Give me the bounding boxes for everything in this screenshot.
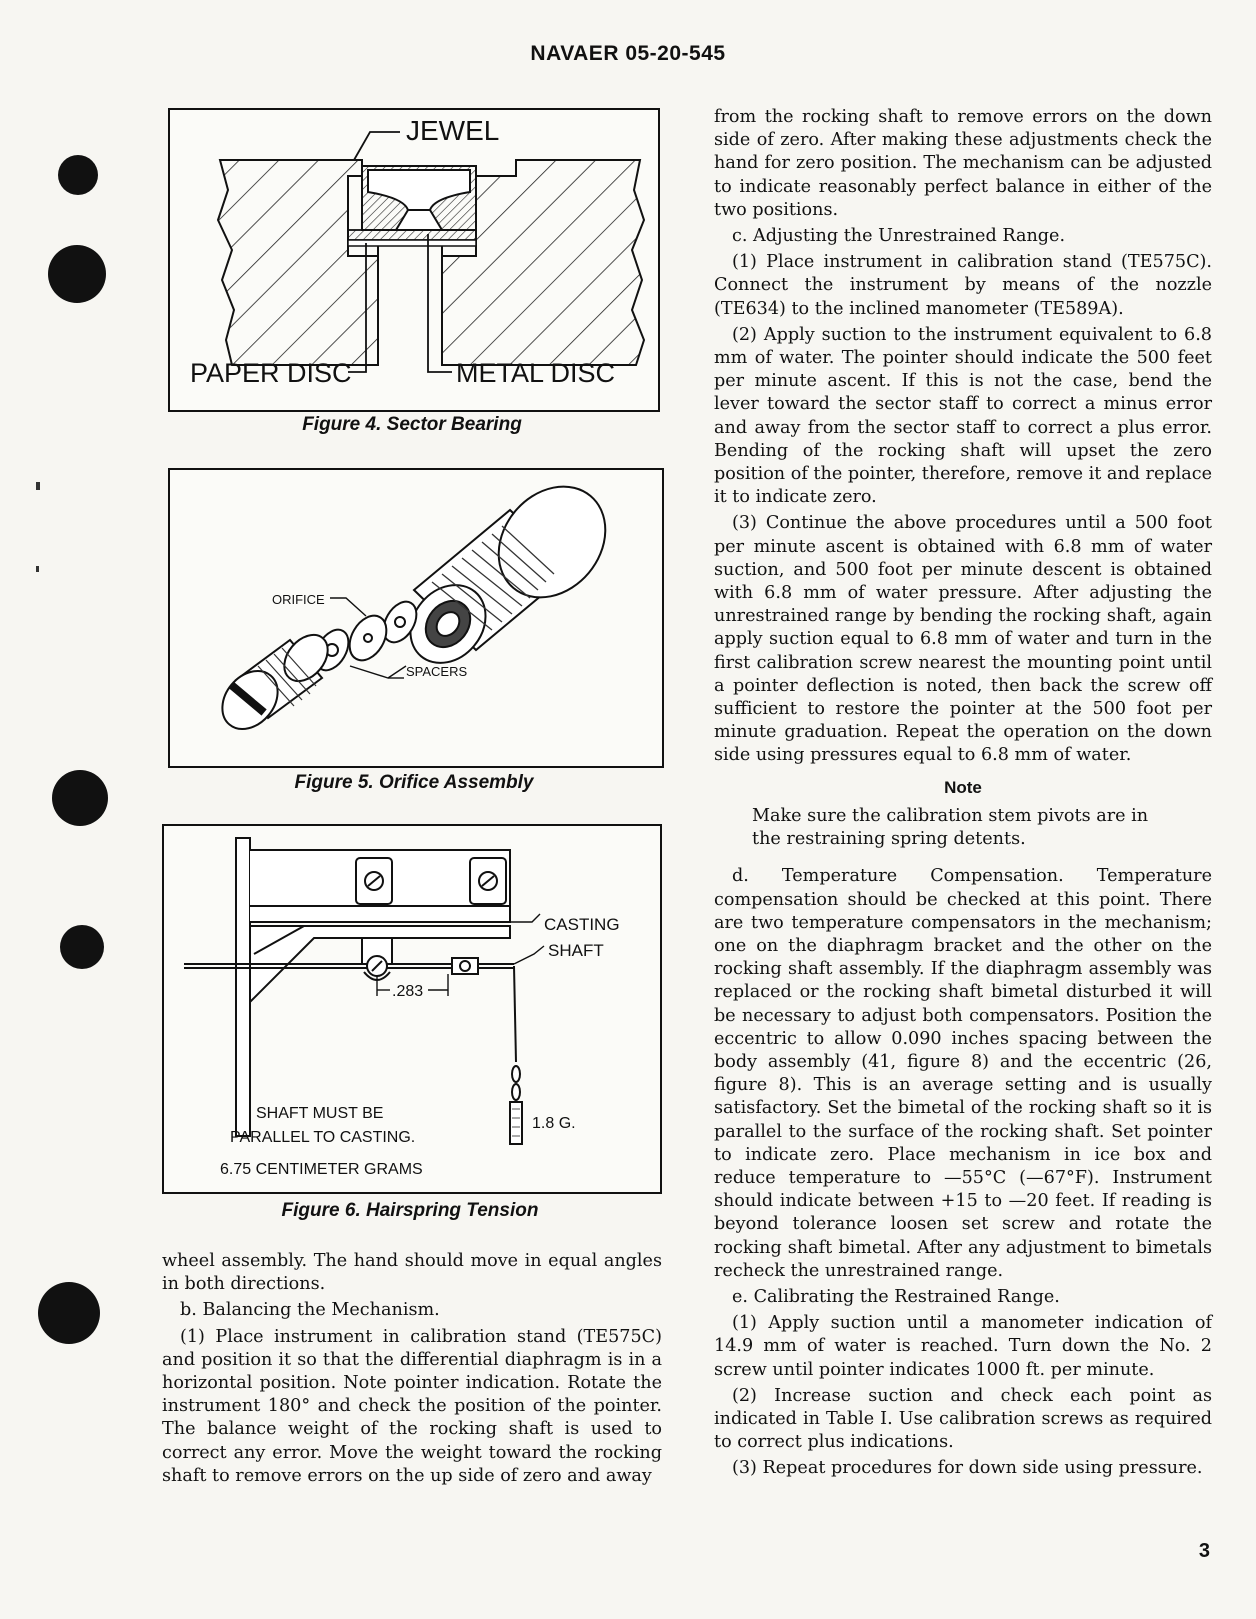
casting-label: CASTING [544,915,620,934]
paper-disc-label: PAPER DISC [190,358,352,388]
punch-hole-4 [60,925,104,969]
margin-mark [36,482,40,490]
note-line-2: PARALLEL TO CASTING. [230,1129,415,1146]
paragraph: (1) Place instrument in calibration stan… [162,1326,662,1486]
margin-mark [36,566,39,572]
figure-5-orifice-assembly: ORIFICE SPACERS [168,468,664,768]
paragraph: (2) Increase suction and check each poin… [714,1385,1212,1453]
note-line-3: 6.75 CENTIMETER GRAMS [220,1161,423,1178]
paragraph: (1) Place instrument in calibration stan… [714,252,1212,319]
punch-hole-1 [58,155,98,195]
dimension-label: .283 [392,983,423,1000]
punch-hole-3 [52,770,108,826]
section-heading-c: c. Adjusting the Unrestrained Range. [732,226,1066,247]
figure-4-caption: Figure 4. Sector Bearing [302,414,522,435]
note-line-1: SHAFT MUST BE [256,1105,383,1122]
shaft-label: SHAFT [548,941,604,960]
right-column-text: from the rocking shaft to remove errors … [714,106,1212,1484]
left-column-text: wheel assembly. The hand should move in … [162,1250,662,1491]
paragraph: (1) Apply suction until a manometer indi… [714,1313,1212,1380]
jewel-label: JEWEL [406,115,499,146]
figure-6-caption: Figure 6. Hairspring Tension [281,1200,539,1221]
page-number: 3 [1198,1540,1210,1562]
paragraph: wheel assembly. The hand should move in … [162,1251,662,1295]
paragraph: (3) Repeat procedures for down side usin… [732,1458,1203,1479]
weight-label: 1.8 G. [532,1115,576,1132]
note-body: Make sure the calibration stem pivots ar… [752,805,1149,850]
paragraph: (3) Continue the above procedures until … [714,513,1212,766]
orifice-label: ORIFICE [272,592,325,607]
document-header: NAVAER 05-20-545 [530,42,726,65]
section-heading-e: e. Calibrating the Restrained Range. [732,1286,1060,1307]
figure-5-caption: Figure 5. Orifice Assembly [294,772,534,793]
punch-hole-5 [38,1282,100,1344]
figure-6-hairspring-tension: CASTING SHAFT .283 1.8 G. SHAFT MUST BE … [162,824,662,1194]
section-heading-b: b. Balancing the Mechanism. [180,1300,440,1321]
paragraph: d. Temperature Compensation. Temperature… [714,866,1212,1281]
note-heading: Note [944,777,982,797]
metal-disc-label: METAL DISC [456,358,615,388]
paragraph: (2) Apply suction to the instrument equi… [714,324,1213,508]
figure-4-sector-bearing: JEWEL PAPER DISC METAL DISC [168,108,660,412]
punch-hole-2 [48,245,106,303]
paragraph: from the rocking shaft to remove errors … [714,107,1212,220]
spacers-label: SPACERS [406,664,467,679]
